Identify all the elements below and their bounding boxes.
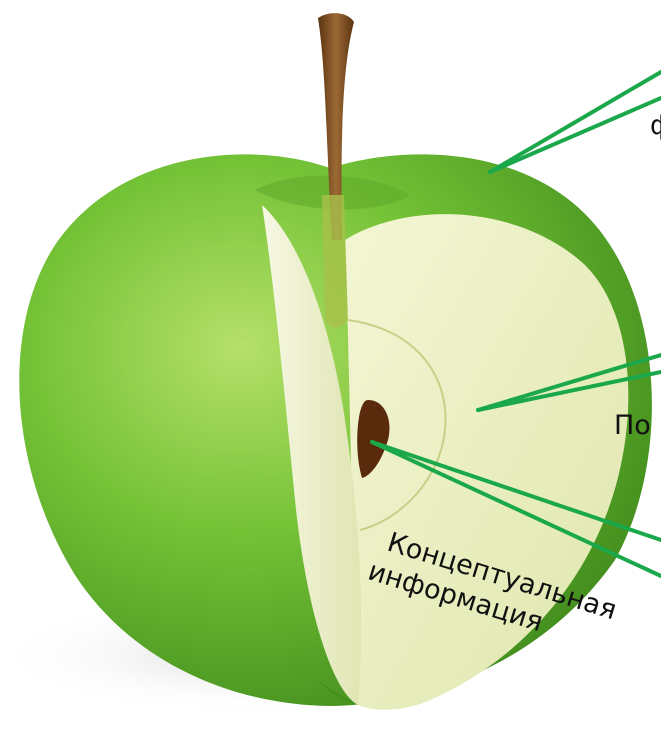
apple-stem-base	[322, 195, 348, 328]
factual-info-label: ф	[650, 112, 661, 139]
subtextual-info-label: По	[614, 412, 651, 439]
leader-line-peel-1	[490, 72, 661, 172]
leader-line-peel-2	[490, 98, 661, 172]
